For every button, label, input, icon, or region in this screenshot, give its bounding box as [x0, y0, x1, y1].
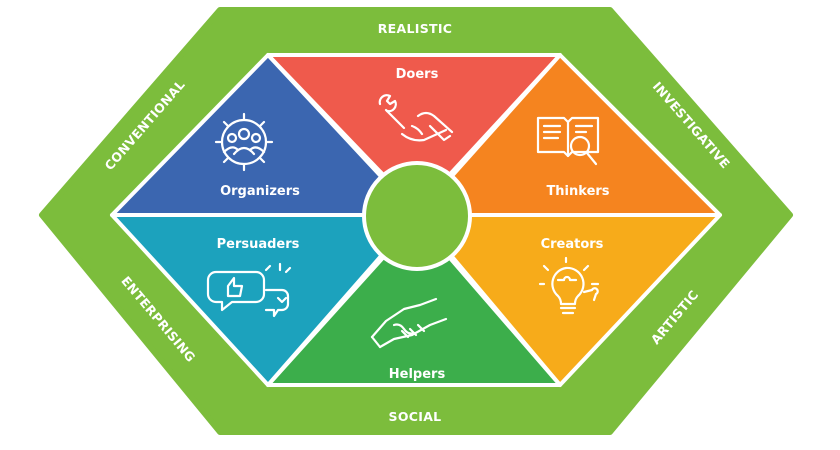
frame-label-social: SOCIAL — [389, 409, 442, 424]
handshake-icon — [370, 297, 448, 349]
creators-label: Creators — [541, 237, 604, 252]
speech-thumbsup-icon — [206, 262, 292, 318]
thinkers-label: Thinkers — [546, 184, 609, 199]
wrench-hand-icon — [378, 94, 454, 142]
organizers-label: Organizers — [220, 184, 300, 199]
doers-label: Doers — [396, 67, 439, 82]
frame-label-realistic: REALISTIC — [378, 21, 453, 36]
helpers-label: Helpers — [389, 367, 446, 382]
book-magnifier-icon — [536, 116, 600, 166]
persuaders-label: Persuaders — [217, 237, 300, 252]
lightbulb-puzzle-icon — [538, 256, 600, 315]
gear-people-icon — [214, 112, 274, 172]
center-circle — [362, 161, 472, 271]
